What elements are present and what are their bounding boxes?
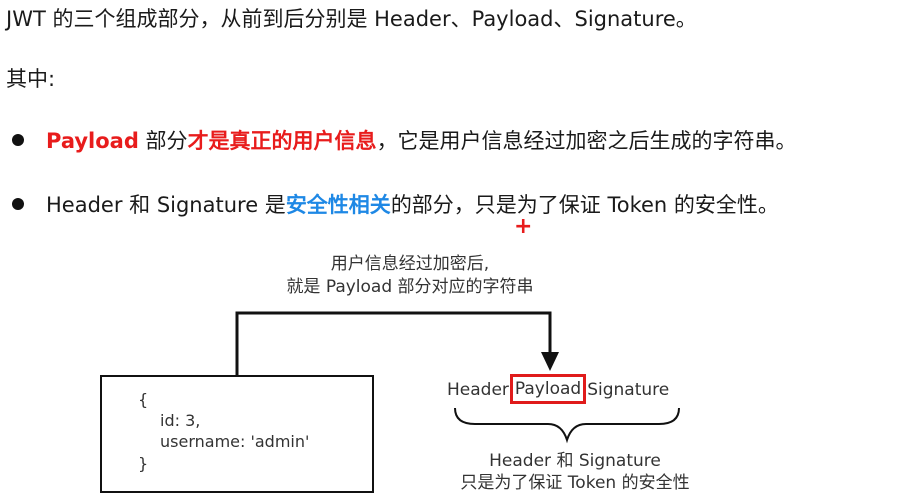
bullet1-part1: 部分: [138, 129, 188, 153]
bullet2-rest: 的部分，只是为了保证 Token 的安全性。: [390, 193, 779, 217]
token-header: Header: [447, 380, 509, 400]
bullet1-highlight: 才是真正的用户信息: [187, 129, 377, 153]
json-username-line: username: 'admin': [160, 432, 310, 451]
token-payload-highlight: Payload: [509, 374, 587, 404]
json-open-brace: {: [138, 390, 149, 409]
bullet1-rest: ，它是用户信息经过加密之后生成的字符串。: [376, 129, 797, 153]
bullet-dot-icon: [12, 134, 24, 146]
cursor-plus-icon: +: [514, 214, 533, 239]
connector-arrow-line: [235, 311, 552, 375]
bullet2-part1: Header 和 Signature 是: [46, 193, 286, 217]
qizhong-label: 其中:: [6, 67, 56, 91]
json-id-line: id: 3,: [160, 411, 201, 430]
curly-brace-icon: [454, 407, 680, 444]
intro-text: JWT 的三个组成部分，从前到后分别是 Header、Payload、Signa…: [6, 7, 697, 31]
bullet-dot-icon: [12, 198, 24, 210]
json-object-box: { id: 3, username: 'admin' }: [100, 375, 374, 493]
token-signature: Signature: [587, 380, 670, 400]
bullet-payload: Payload 部分才是真正的用户信息，它是用户信息经过加密之后生成的字符串。: [12, 127, 797, 155]
top-caption-line1: 用户信息经过加密后,: [330, 254, 490, 274]
payload-term: Payload: [46, 129, 139, 153]
json-close-brace: }: [138, 454, 149, 473]
bullet-header-signature: Header 和 Signature 是安全性相关的部分，只是为了保证 Toke…: [12, 191, 779, 219]
bottom-caption-line1: Header 和 Signature: [489, 451, 661, 471]
arrowhead-icon: [541, 352, 559, 371]
bottom-caption-line2: 只是为了保证 Token 的安全性: [460, 473, 690, 493]
bullet2-highlight: 安全性相关: [285, 193, 391, 217]
top-caption-line2: 就是 Payload 部分对应的字符串: [286, 277, 534, 297]
